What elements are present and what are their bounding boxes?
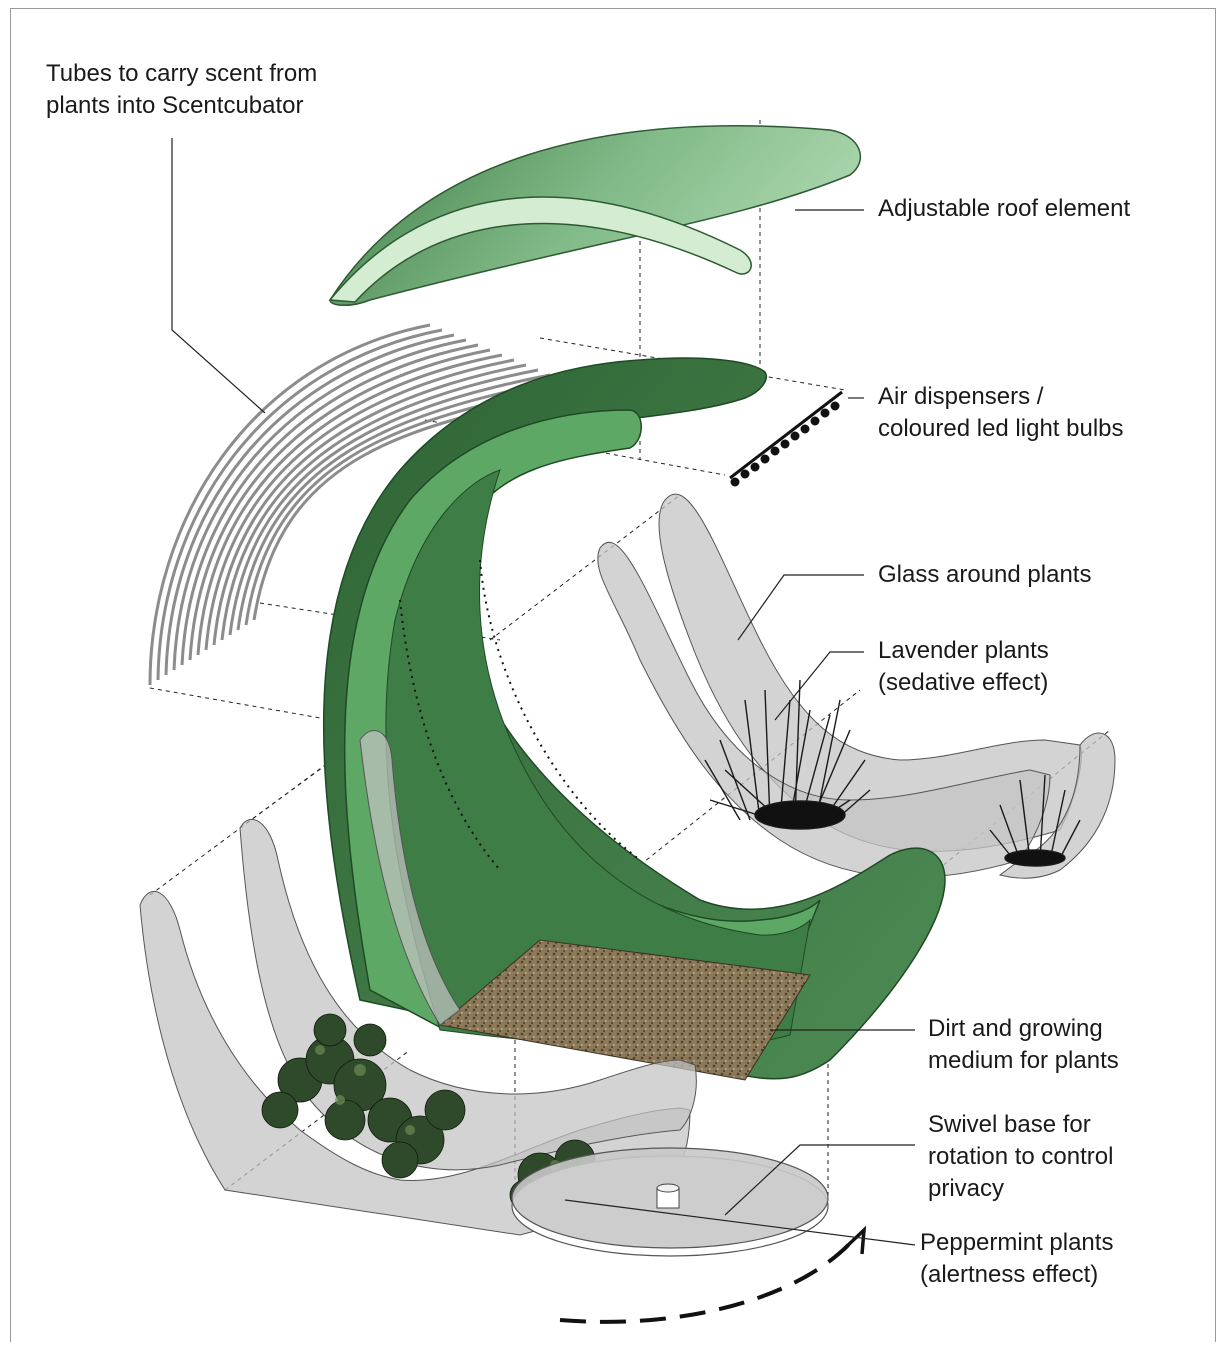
swivel-base	[512, 1148, 828, 1256]
label-peppermint: Peppermint plants (alertness effect)	[920, 1227, 1113, 1291]
led-light-strip	[730, 392, 842, 485]
label-glass: Glass around plants	[878, 559, 1091, 591]
label-roof: Adjustable roof element	[878, 193, 1130, 225]
label-tubes: Tubes to carry scent from plants into Sc…	[46, 58, 317, 122]
roof-element	[330, 126, 860, 306]
label-air-dispensers: Air dispensers / coloured led light bulb…	[878, 381, 1124, 445]
label-swivel-base: Swivel base for rotation to control priv…	[928, 1109, 1113, 1205]
label-lavender: Lavender plants (sedative effect)	[878, 635, 1049, 699]
label-dirt: Dirt and growing medium for plants	[928, 1013, 1119, 1077]
